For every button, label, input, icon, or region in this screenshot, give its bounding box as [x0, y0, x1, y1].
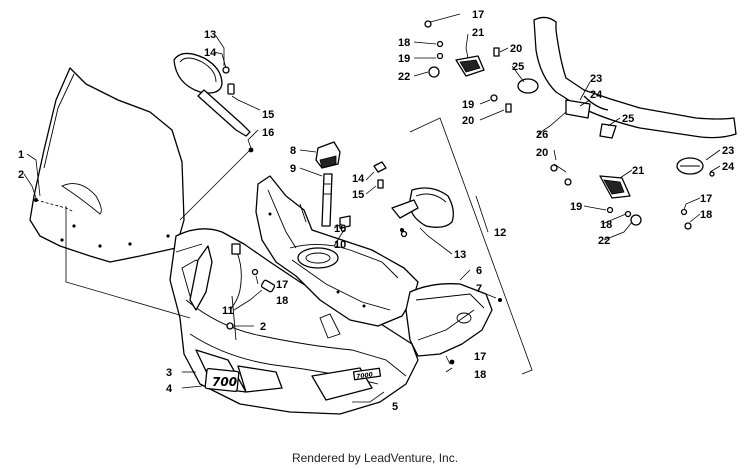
callout-6: 6	[476, 265, 482, 277]
callout-18: 18	[398, 37, 410, 49]
callout-17: 17	[474, 351, 486, 363]
callout-17: 17	[276, 279, 288, 291]
callout-9: 9	[290, 163, 296, 175]
side-badge: 7000	[356, 371, 374, 380]
callout-2: 2	[260, 321, 266, 333]
side-deflector	[405, 283, 502, 365]
callout-19: 19	[462, 99, 474, 111]
callout-5: 5	[392, 401, 398, 413]
callout-18: 18	[600, 219, 612, 231]
callout-10: 10	[334, 239, 346, 251]
callout-25: 25	[622, 113, 634, 125]
callout-19: 19	[398, 53, 410, 65]
callout-labels: 1 2 2 3 4 5 6 7 8 9 10 11 12 13 13 14 14…	[18, 9, 735, 413]
leader-lines	[23, 13, 721, 403]
callout-2: 2	[18, 169, 24, 181]
callout-15: 15	[262, 109, 274, 121]
callout-17: 17	[472, 9, 484, 21]
handlebar	[517, 16, 737, 175]
callout-22: 22	[598, 235, 610, 247]
center-hardware	[339, 161, 408, 238]
callout-24: 24	[590, 89, 603, 101]
callout-4: 4	[166, 383, 173, 395]
callout-1: 1	[18, 149, 24, 161]
windshield	[29, 67, 185, 263]
wire-harness	[226, 243, 276, 330]
callout-8: 8	[290, 145, 296, 157]
callout-7: 7	[476, 283, 482, 295]
callout-20: 20	[536, 147, 548, 159]
callout-13: 13	[204, 29, 216, 41]
callout-20: 20	[462, 115, 474, 127]
front-fairing: 700 7000	[169, 228, 419, 415]
callout-16: 16	[334, 223, 346, 235]
callout-25: 25	[512, 61, 524, 73]
callout-21: 21	[632, 165, 644, 177]
callout-21: 21	[472, 27, 484, 39]
callout-18: 18	[700, 209, 712, 221]
callout-19: 19	[570, 201, 582, 213]
callout-24: 24	[722, 161, 735, 173]
callout-13: 13	[454, 249, 466, 261]
right-mirror	[391, 187, 454, 232]
callout-23: 23	[722, 145, 734, 157]
callout-18: 18	[474, 369, 486, 381]
callout-20: 20	[510, 43, 522, 55]
callout-14: 14	[352, 173, 365, 185]
callout-3: 3	[166, 367, 172, 379]
callout-15: 15	[352, 189, 364, 201]
callout-16: 16	[262, 127, 274, 139]
footer-credit: Rendered by LeadVenture, Inc.	[291, 451, 459, 465]
model-badge: 700	[212, 375, 237, 389]
callout-11: 11	[222, 305, 234, 317]
callout-12: 12	[494, 227, 506, 239]
callout-22: 22	[398, 71, 410, 83]
left-mirror	[173, 52, 254, 153]
light-assembly	[315, 141, 341, 227]
callout-17: 17	[700, 193, 712, 205]
callout-14: 14	[204, 47, 217, 59]
callout-26: 26	[536, 129, 548, 141]
callout-18: 18	[276, 295, 288, 307]
callout-23: 23	[590, 73, 602, 85]
